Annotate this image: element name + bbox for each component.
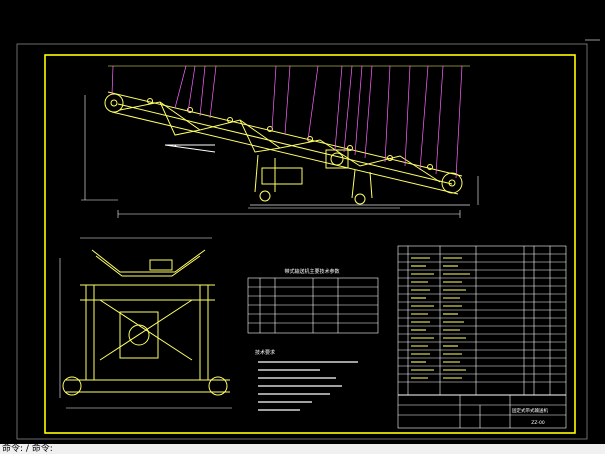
command-prompt-text: 命令: / 命令:	[2, 444, 53, 454]
side-view-dimensions	[81, 95, 479, 218]
idler-rollers-top	[147, 98, 433, 170]
conveyor-cross-section	[62, 249, 230, 396]
spec-table	[247, 277, 379, 334]
notes-title: 技术要求	[255, 349, 275, 356]
title-block-drawing-no: ZZ-00	[531, 420, 545, 426]
spec-table-title: 带式输送机主要技术参数	[284, 268, 339, 275]
command-line-bar[interactable]: 命令: / 命令:	[0, 444, 605, 454]
parts-list-entries	[411, 257, 470, 379]
title-block-name: 固定式带式输送机	[512, 407, 548, 414]
drawing-border	[44, 54, 576, 434]
drawing-outer-frame	[16, 43, 588, 440]
part-leaders	[108, 65, 470, 179]
parts-list-table	[397, 245, 567, 429]
technical-notes-lines	[258, 361, 358, 411]
cross-section-dimensions	[59, 237, 232, 409]
title-block	[398, 395, 566, 428]
